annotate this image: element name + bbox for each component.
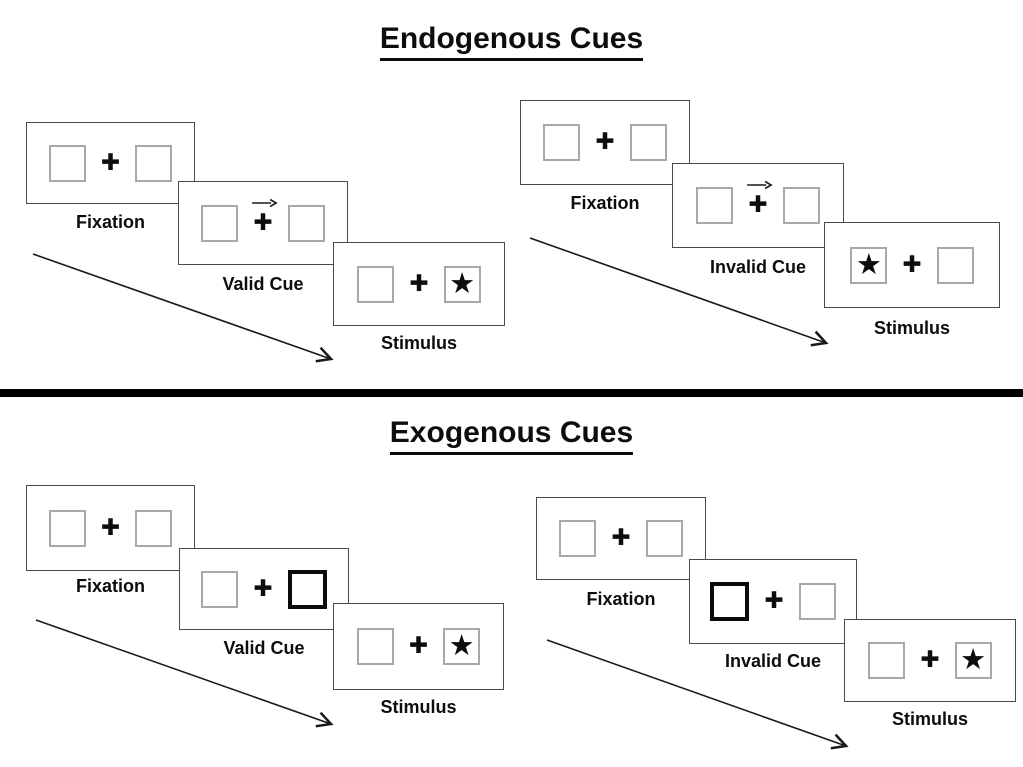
fixation-point: ✚ <box>595 131 614 154</box>
section-title-endogenous: Endogenous Cues <box>0 22 1023 61</box>
time-arrow <box>546 639 849 750</box>
target-square: ★ <box>850 246 888 284</box>
left-placeholder-square <box>868 642 906 679</box>
fixation-cross-icon: ✚ <box>100 149 121 176</box>
fixation-cross-icon: ✚ <box>920 647 940 673</box>
fixation-point: ✚ <box>409 270 429 297</box>
fixation-cross-icon: ✚ <box>253 575 273 602</box>
fixation-cross-icon: ✚ <box>748 192 768 218</box>
exo-invalid-stimulus-panel: ✚ ★ <box>844 619 1016 702</box>
left-placeholder-square <box>357 265 395 303</box>
time-arrow <box>35 619 334 728</box>
panel-label: Stimulus <box>380 333 457 353</box>
left-placeholder-square <box>356 628 394 665</box>
star-target-icon: ★ <box>448 628 475 662</box>
fixation-cross-icon: ✚ <box>253 209 273 236</box>
endo-valid-cue-panel: ✚ <box>178 181 348 265</box>
highlighted-cue-square <box>287 569 327 609</box>
fixation-point: ✚ <box>747 180 773 218</box>
panel-label: Stimulus <box>873 318 950 338</box>
fixation-cross-icon: ✚ <box>408 633 429 659</box>
target-square: ★ <box>443 628 481 665</box>
right-arrow-icon <box>747 180 773 190</box>
section-divider <box>0 389 1023 397</box>
fixation-cross-icon: ✚ <box>902 251 922 278</box>
left-placeholder-square <box>201 570 239 608</box>
left-placeholder-square <box>48 509 86 547</box>
fixation-point: ✚ <box>100 149 121 176</box>
fixation-point: ✚ <box>920 649 939 672</box>
exo-valid-fixation-panel: ✚ <box>26 485 195 571</box>
right-placeholder-square <box>287 204 325 242</box>
left-placeholder-square <box>559 520 597 557</box>
panel-label: Fixation <box>570 193 640 213</box>
panel-label: Valid Cue <box>222 274 304 294</box>
endo-valid-stimulus-panel: ✚ ★ <box>333 242 505 326</box>
panel-label: Fixation <box>75 212 145 232</box>
fixation-cross-icon: ✚ <box>764 588 784 614</box>
left-placeholder-square <box>543 124 581 161</box>
fixation-point: ✚ <box>611 527 630 550</box>
fixation-point: ✚ <box>253 575 273 602</box>
star-target-icon: ★ <box>960 642 987 676</box>
fixation-point: ✚ <box>409 635 428 658</box>
target-square: ★ <box>443 265 481 303</box>
fixation-cross-icon: ✚ <box>595 129 615 155</box>
exo-invalid-fixation-panel: ✚ <box>536 497 706 580</box>
fixation-point: ✚ <box>764 590 783 613</box>
panel-label: Valid Cue <box>223 638 305 658</box>
exo-invalid-cue-panel: ✚ <box>689 559 857 644</box>
fixation-cross-icon: ✚ <box>611 525 631 551</box>
left-placeholder-square <box>48 144 86 182</box>
right-placeholder-square <box>782 187 820 224</box>
fixation-cross-icon: ✚ <box>100 514 121 541</box>
star-target-icon: ★ <box>449 265 476 300</box>
panel-label: Fixation <box>75 576 145 596</box>
panel-label: Invalid Cue <box>709 257 807 277</box>
fixation-point: ✚ <box>252 198 278 236</box>
right-placeholder-square <box>135 509 173 547</box>
panel-label: Invalid Cue <box>724 651 822 671</box>
endo-invalid-stimulus-panel: ★ ✚ <box>824 222 1000 308</box>
fixation-cross-icon: ✚ <box>409 270 429 297</box>
right-arrow-icon <box>252 198 278 207</box>
fixation-point: ✚ <box>100 514 121 541</box>
highlighted-cue-square <box>710 582 750 621</box>
right-placeholder-square <box>936 246 974 284</box>
target-square: ★ <box>954 642 992 679</box>
endo-invalid-fixation-panel: ✚ <box>520 100 690 185</box>
section-title-exogenous: Exogenous Cues <box>0 416 1023 455</box>
time-arrow <box>32 253 334 363</box>
panel-label: Fixation <box>586 589 656 609</box>
time-arrow <box>529 237 829 347</box>
endo-valid-fixation-panel: ✚ <box>26 122 195 204</box>
exo-valid-cue-panel: ✚ <box>179 548 349 630</box>
endo-invalid-cue-panel: ✚ <box>672 163 844 248</box>
left-placeholder-square <box>696 187 734 224</box>
left-placeholder-square <box>201 204 239 242</box>
star-target-icon: ★ <box>855 246 882 281</box>
fixation-point: ✚ <box>902 251 922 278</box>
panel-label: Stimulus <box>891 709 968 729</box>
exo-valid-stimulus-panel: ✚ ★ <box>333 603 504 690</box>
right-placeholder-square <box>798 583 836 620</box>
right-placeholder-square <box>629 124 667 161</box>
panel-label: Stimulus <box>380 697 457 717</box>
right-placeholder-square <box>645 520 683 557</box>
right-placeholder-square <box>135 144 173 182</box>
